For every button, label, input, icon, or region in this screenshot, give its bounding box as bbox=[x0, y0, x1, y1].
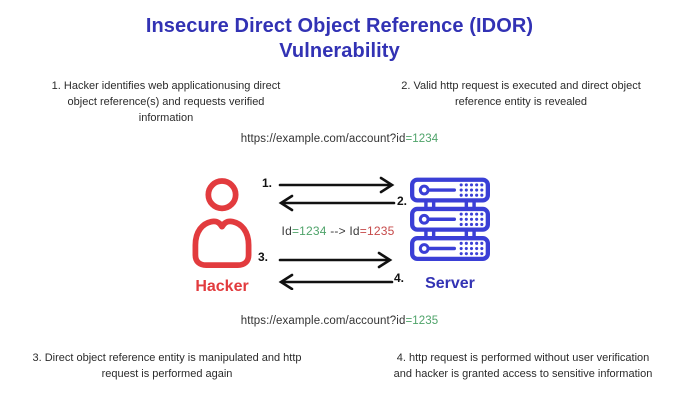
id-manipulated-label: Id bbox=[349, 224, 360, 238]
request-arrows bbox=[278, 176, 396, 290]
request-url: https://example.com/account?id=1234 bbox=[0, 133, 679, 145]
manipulated-url-prefix: https://example.com/account?id bbox=[240, 315, 406, 327]
step-3-annotation: 3. Direct object reference entity is man… bbox=[32, 352, 302, 380]
server-rack-icon bbox=[407, 177, 493, 270]
step-1-annotation: 1. Hacker identifies web applicationusin… bbox=[51, 80, 281, 124]
hacker-label: Hacker bbox=[195, 278, 249, 295]
person-icon bbox=[186, 176, 258, 273]
id-original-value: =1234 bbox=[291, 224, 327, 238]
arrow-2-number: 2. bbox=[397, 194, 408, 208]
arrow-1-number: 1. bbox=[262, 176, 273, 190]
request-url-prefix: https://example.com/account?id bbox=[240, 133, 406, 145]
request-url-id-value: =1234 bbox=[405, 133, 439, 145]
id-manipulated-value: =1235 bbox=[359, 224, 395, 238]
hacker-actor: Hacker bbox=[183, 176, 261, 296]
id-original-label: Id bbox=[281, 224, 292, 238]
page-title: Insecure Direct Object Reference (IDOR) … bbox=[145, 15, 534, 62]
server-actor: Server bbox=[405, 177, 495, 293]
id-arrow-text: --> bbox=[326, 224, 350, 238]
step-2-annotation: 2. Valid http request is executed and di… bbox=[401, 80, 641, 108]
manipulated-url-id-value: =1235 bbox=[405, 315, 439, 327]
arrow-3-number: 3. bbox=[258, 250, 269, 264]
server-label: Server bbox=[425, 275, 475, 292]
arrow-4-number: 4. bbox=[394, 271, 405, 285]
step-4-annotation: 4. http request is performed without use… bbox=[393, 352, 653, 380]
manipulated-url: https://example.com/account?id=1235 bbox=[0, 315, 679, 327]
id-manipulation-text: Id=1234 --> Id=1235 bbox=[278, 224, 398, 238]
